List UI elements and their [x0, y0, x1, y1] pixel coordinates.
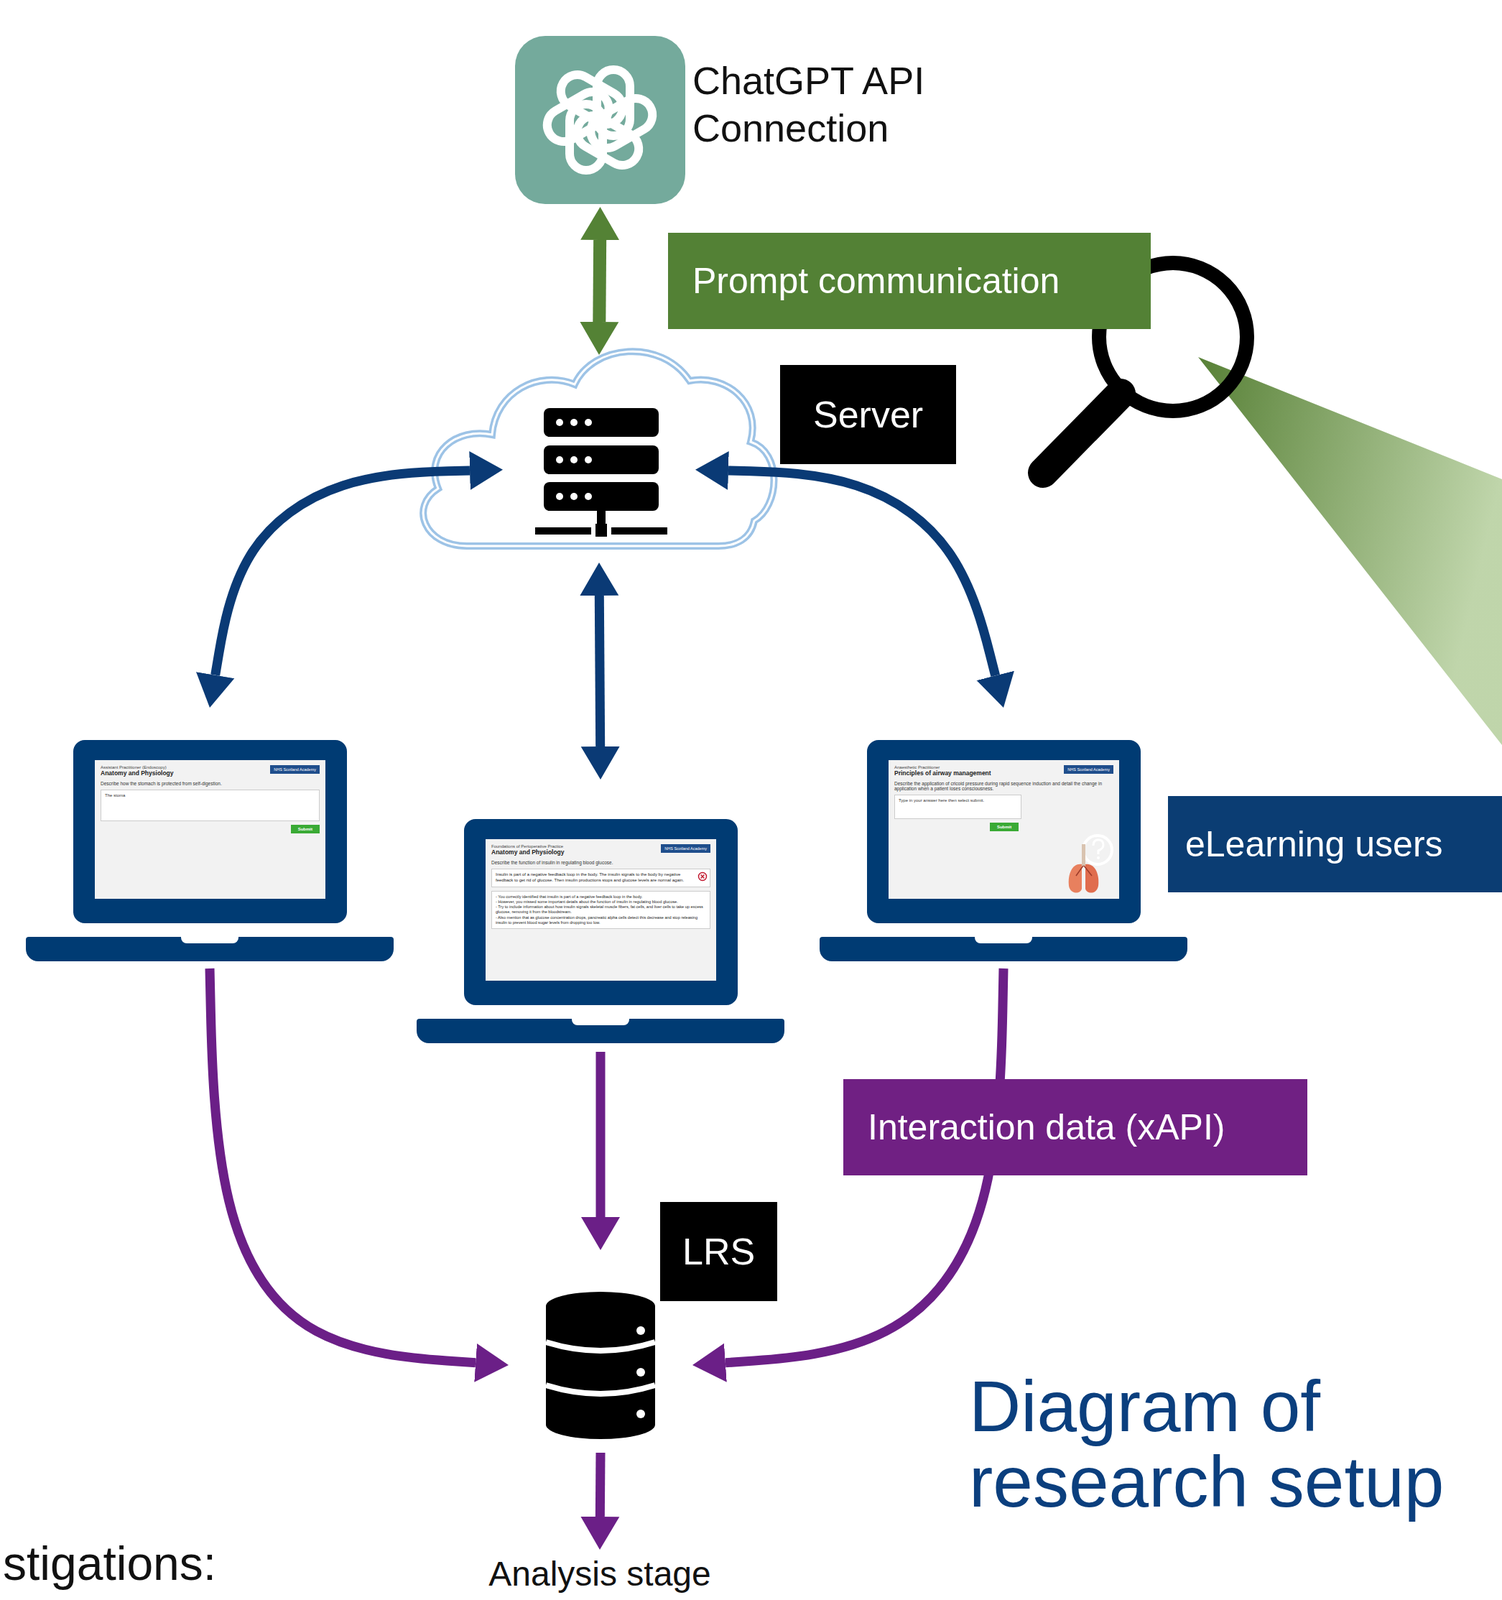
label-wrap: eLearning users — [1167, 795, 1502, 893]
laptop-screen: NHS Scotland Academy Foundations of Perio… — [464, 818, 738, 1005]
connector-arrow — [215, 470, 470, 676]
lrs-tag: LRS — [660, 1201, 778, 1301]
database-icon — [545, 1291, 656, 1439]
connector-arrow — [592, 239, 607, 322]
connector-arrow — [595, 1452, 606, 1517]
feedback-panel: - You correctly identified that insulin … — [491, 890, 711, 930]
academy-banner: NHS Scotland Academy — [660, 844, 711, 853]
input-field: Type in your answer here then select sub… — [894, 794, 1022, 819]
answer-input-text: The stoma — [104, 793, 316, 798]
server-node: Server — [507, 359, 692, 550]
magnifier-beam — [1198, 357, 1502, 745]
server-tag: Server — [780, 364, 957, 465]
course-name: Foundations of Perioperative Practice — [491, 844, 628, 849]
submit-button: Submit — [290, 824, 320, 834]
course-name: Anaesthetic Practitioner — [894, 765, 1031, 770]
laptop-screen: NHS Scotland Academy Anaesthetic Practiti… — [867, 739, 1141, 924]
connector-arrow — [596, 1051, 606, 1217]
learner-answer: Insulin is part of a negative feedback l… — [495, 872, 696, 884]
cloud-outline — [423, 351, 774, 546]
laptop-notch — [571, 1018, 630, 1026]
laptop-notch — [181, 936, 239, 944]
question-text: Describe how the stomach is protected fr… — [100, 780, 320, 786]
connector-arrow — [599, 595, 600, 747]
feedback-point: - Try to include information about how i… — [495, 904, 707, 916]
connector-arrow — [728, 470, 996, 676]
laptop-base — [25, 936, 394, 962]
laptop-screen: NHS Scotland Academy Assistant Practition… — [73, 739, 347, 924]
diagram-title: Diagram of research setup — [969, 1368, 1497, 1520]
feedback-point: - Also mention that as glucose concentra… — [495, 915, 707, 926]
node-caption: ChatGPT API Connection — [692, 57, 952, 153]
academy-banner: NHS Scotland Academy — [270, 765, 320, 774]
module-title: Anatomy and Physiology — [491, 848, 628, 856]
module-title: Anatomy and Physiology — [100, 769, 237, 777]
stage-label: Analysis stage — [430, 1555, 769, 1594]
module-title: Principles of airway management — [894, 769, 1031, 777]
question-text: Describe the application of cricoid pres… — [894, 780, 1114, 791]
server-icon — [535, 408, 668, 537]
answer-input-text: Type in your answer here then select sub… — [898, 798, 1018, 803]
feedback-point: - However, you missed some important det… — [495, 899, 707, 905]
title-wrap: Diagram of research setup — [969, 1368, 1497, 1520]
laptop-base — [416, 1018, 785, 1043]
lrs-database: LRS — [545, 1292, 656, 1437]
laptop-base — [819, 936, 1188, 962]
edge-label: Interaction data (xAPI) — [843, 1078, 1308, 1176]
edge-label-wrap: Interaction data (xAPI) — [843, 1078, 1308, 1176]
group-label: eLearning users — [1167, 795, 1502, 893]
input-field: The stoma — [100, 789, 320, 822]
feedback-point: - You correctly identified that insulin … — [495, 894, 707, 900]
answer-field: Insulin is part of a negative feedback l… — [491, 868, 711, 888]
label-wrap: stigations: — [2, 1537, 217, 1590]
chatgpt-api-node: ChatGPT API Connection — [515, 35, 686, 205]
chatgpt-logo — [515, 35, 686, 205]
course-name: Assistant Practitioner (Endoscopy) — [100, 765, 237, 770]
analysis-stage: Analysis stage — [430, 1555, 769, 1594]
error-icon — [697, 871, 708, 882]
cut-off-heading: stigations: — [2, 1537, 217, 1590]
academy-banner: NHS Scotland Academy — [1063, 765, 1114, 774]
lungs-illustration — [1060, 828, 1117, 898]
edge-label-wrap: Prompt communication — [668, 232, 1151, 329]
edge-label: Prompt communication — [668, 232, 1151, 329]
submit-button: Submit — [989, 822, 1019, 832]
laptop-notch — [974, 936, 1033, 944]
question-text: Describe the function of insulin in regu… — [491, 859, 711, 865]
